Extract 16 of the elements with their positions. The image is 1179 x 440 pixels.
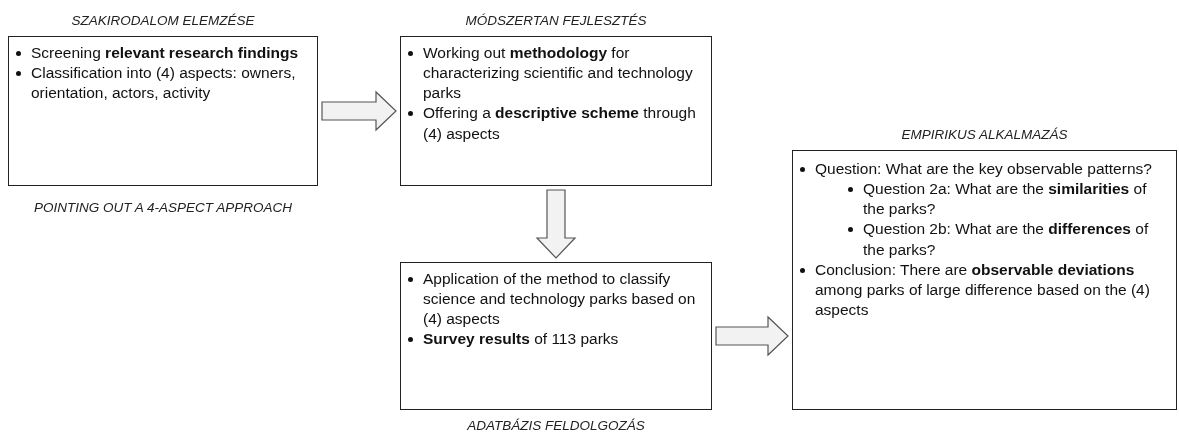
- bullet-item: Conclusion: There are observable deviations among parks of large difference based on the (4) aspects: [815, 260, 1150, 318]
- bullet-item: Survey results of 113 parks: [423, 330, 619, 348]
- section-heading: EMPIRIKUS ALKALMAZÁS: [901, 127, 1068, 142]
- node-label: POINTING OUT A 4-ASPECT APPROACH: [33, 200, 292, 215]
- section-heading: ADATBÁZIS FELDOLGOZÁS: [467, 418, 645, 433]
- block-arrow: [715, 315, 789, 357]
- block-arrow: [321, 90, 397, 132]
- bullet-item: Offering a descriptive scheme through (4) aspects: [423, 104, 696, 142]
- section-heading: SZAKIRODALOM ELEMZÉSE: [71, 13, 255, 28]
- block-arrow: [535, 189, 577, 259]
- bullet-item: Question 2a: What are the similarities of the parks?: [863, 180, 1147, 218]
- bullet-item: Question: What are the key observable patterns?: [815, 160, 1152, 177]
- bullet-item: Screening relevant research findings: [31, 44, 299, 61]
- bullet-item: Classification into (4) aspects: owners, orientation, actors, activity: [31, 64, 296, 102]
- section-heading: MÓDSZERTAN FEJLESZTÉS: [465, 13, 647, 28]
- bullet-item: Question 2b: What are the differences of the parks?: [863, 220, 1149, 258]
